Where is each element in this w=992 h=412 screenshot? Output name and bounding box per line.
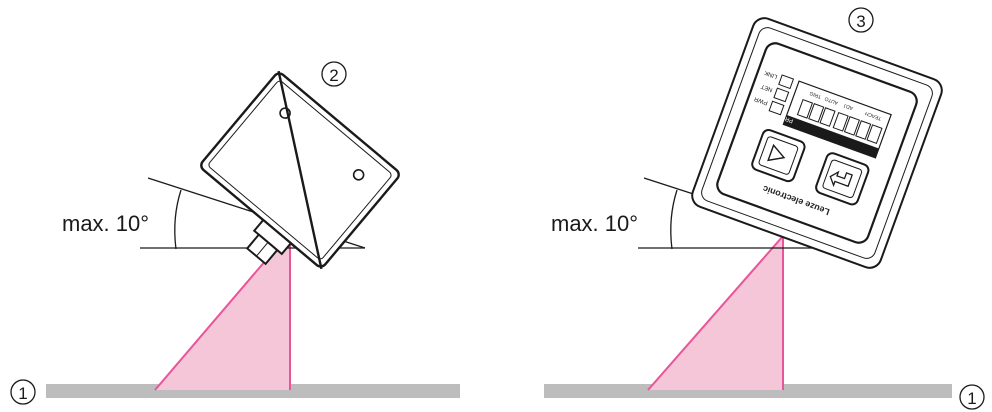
left-callout-2: 2 (321, 61, 347, 87)
device-led-label-0: PWR (753, 95, 769, 106)
left-panel: max. 10° 1 2 (10, 61, 460, 405)
device-button-navigate (751, 128, 806, 183)
device-led-label-2: LINK (764, 69, 779, 79)
device-display-label-1: TEACH (864, 110, 882, 122)
left-angle-label: max. 10° (62, 211, 149, 236)
right-callout-1: 1 (959, 384, 985, 410)
right-angle-arc (670, 189, 678, 250)
right-callout-1-text: 1 (967, 389, 976, 408)
left-callout-1: 1 (10, 379, 36, 405)
device-display-label-4: TRIG (809, 90, 822, 100)
left-angle-arc (174, 189, 182, 250)
device-led-label-1: NET (760, 83, 774, 93)
left-callout-2-text: 2 (329, 66, 338, 85)
left-reference-surface (46, 384, 460, 398)
left-callout-1-text: 1 (18, 384, 27, 403)
right-beam-edge (647, 235, 784, 391)
device-display-keys (796, 98, 883, 145)
right-angle-label: max. 10° (551, 211, 638, 236)
right-sensor-device: Leuze electronic PROGRAM (691, 17, 943, 269)
right-panel: max. 10° Leuze electronic (544, 7, 985, 410)
device-display-label-3: AUTO (824, 95, 839, 105)
device-button-enter (815, 152, 870, 206)
right-reference-surface (544, 384, 952, 398)
device-status-leds (768, 74, 795, 116)
left-sensor-device (200, 70, 400, 270)
device-display-label-2: ADJ (843, 102, 854, 111)
right-callout-3-text: 3 (856, 12, 865, 31)
right-callout-3: 3 (848, 7, 874, 33)
